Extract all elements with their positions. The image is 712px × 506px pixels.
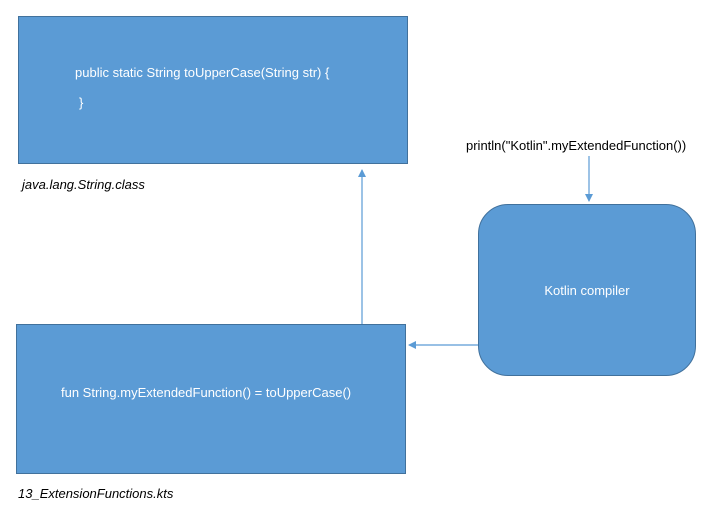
kts-file-caption: 13_ExtensionFunctions.kts [18, 486, 174, 501]
extension-function-box: fun String.myExtendedFunction() = toUppe… [16, 324, 406, 474]
kotlin-compiler-label: Kotlin compiler [544, 282, 630, 298]
java-class-caption: java.lang.String.class [22, 177, 145, 192]
extension-function-definition: fun String.myExtendedFunction() = toUppe… [61, 385, 352, 400]
java-method-signature: public static String toUpperCase(String … [75, 65, 330, 80]
kotlin-compiler-box: Kotlin compiler [478, 204, 696, 376]
println-call-text: println("Kotlin".myExtendedFunction()) [466, 138, 687, 153]
java-method-closing-brace: } [79, 95, 84, 110]
java-string-class-box: public static String toUpperCase(String … [18, 16, 408, 164]
